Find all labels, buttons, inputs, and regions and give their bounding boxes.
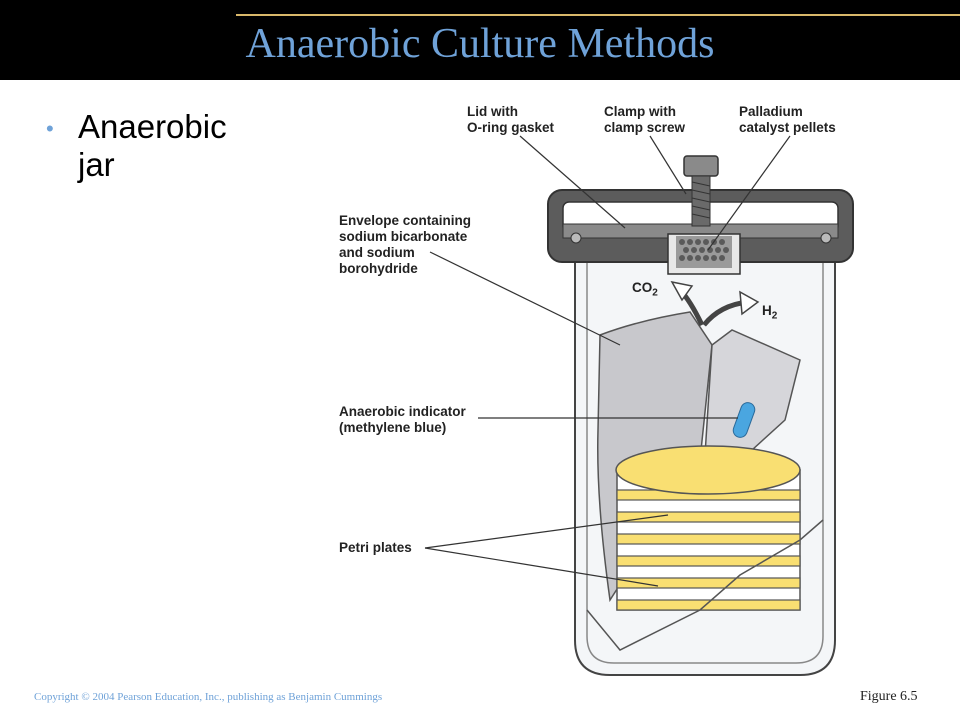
glass-crack: [586, 519, 824, 651]
label-h2: H2: [762, 303, 778, 322]
label-petri-plates: Petri plates: [339, 540, 412, 555]
o-ring-right: [820, 232, 832, 244]
jar-inner-wall: [586, 252, 824, 664]
slide-title: Anaerobic Culture Methods: [245, 21, 715, 67]
copyright-text: Copyright © 2004 Pearson Education, Inc.…: [34, 691, 383, 703]
top-petri-plate: [615, 445, 801, 495]
bullet-dot-icon: •: [46, 116, 54, 141]
h2-arrowhead: [739, 290, 760, 316]
co2-arrowhead: [670, 280, 694, 302]
petri-plate-stack: [615, 445, 801, 611]
o-ring-left: [570, 232, 582, 244]
title-rule: [236, 14, 960, 16]
figure-label: Figure 6.5: [860, 689, 918, 704]
clamp-screw-head: [683, 155, 719, 177]
label-co2: CO2: [632, 280, 658, 299]
anaerobic-jar-diagram: [424, 135, 854, 676]
label-indicator: Anaerobic indicator(methylene blue): [339, 404, 466, 435]
clamp-screw-shaft: [691, 175, 711, 227]
title-bar: [0, 0, 960, 80]
bullet-text: Anaerobic jar: [78, 108, 227, 183]
